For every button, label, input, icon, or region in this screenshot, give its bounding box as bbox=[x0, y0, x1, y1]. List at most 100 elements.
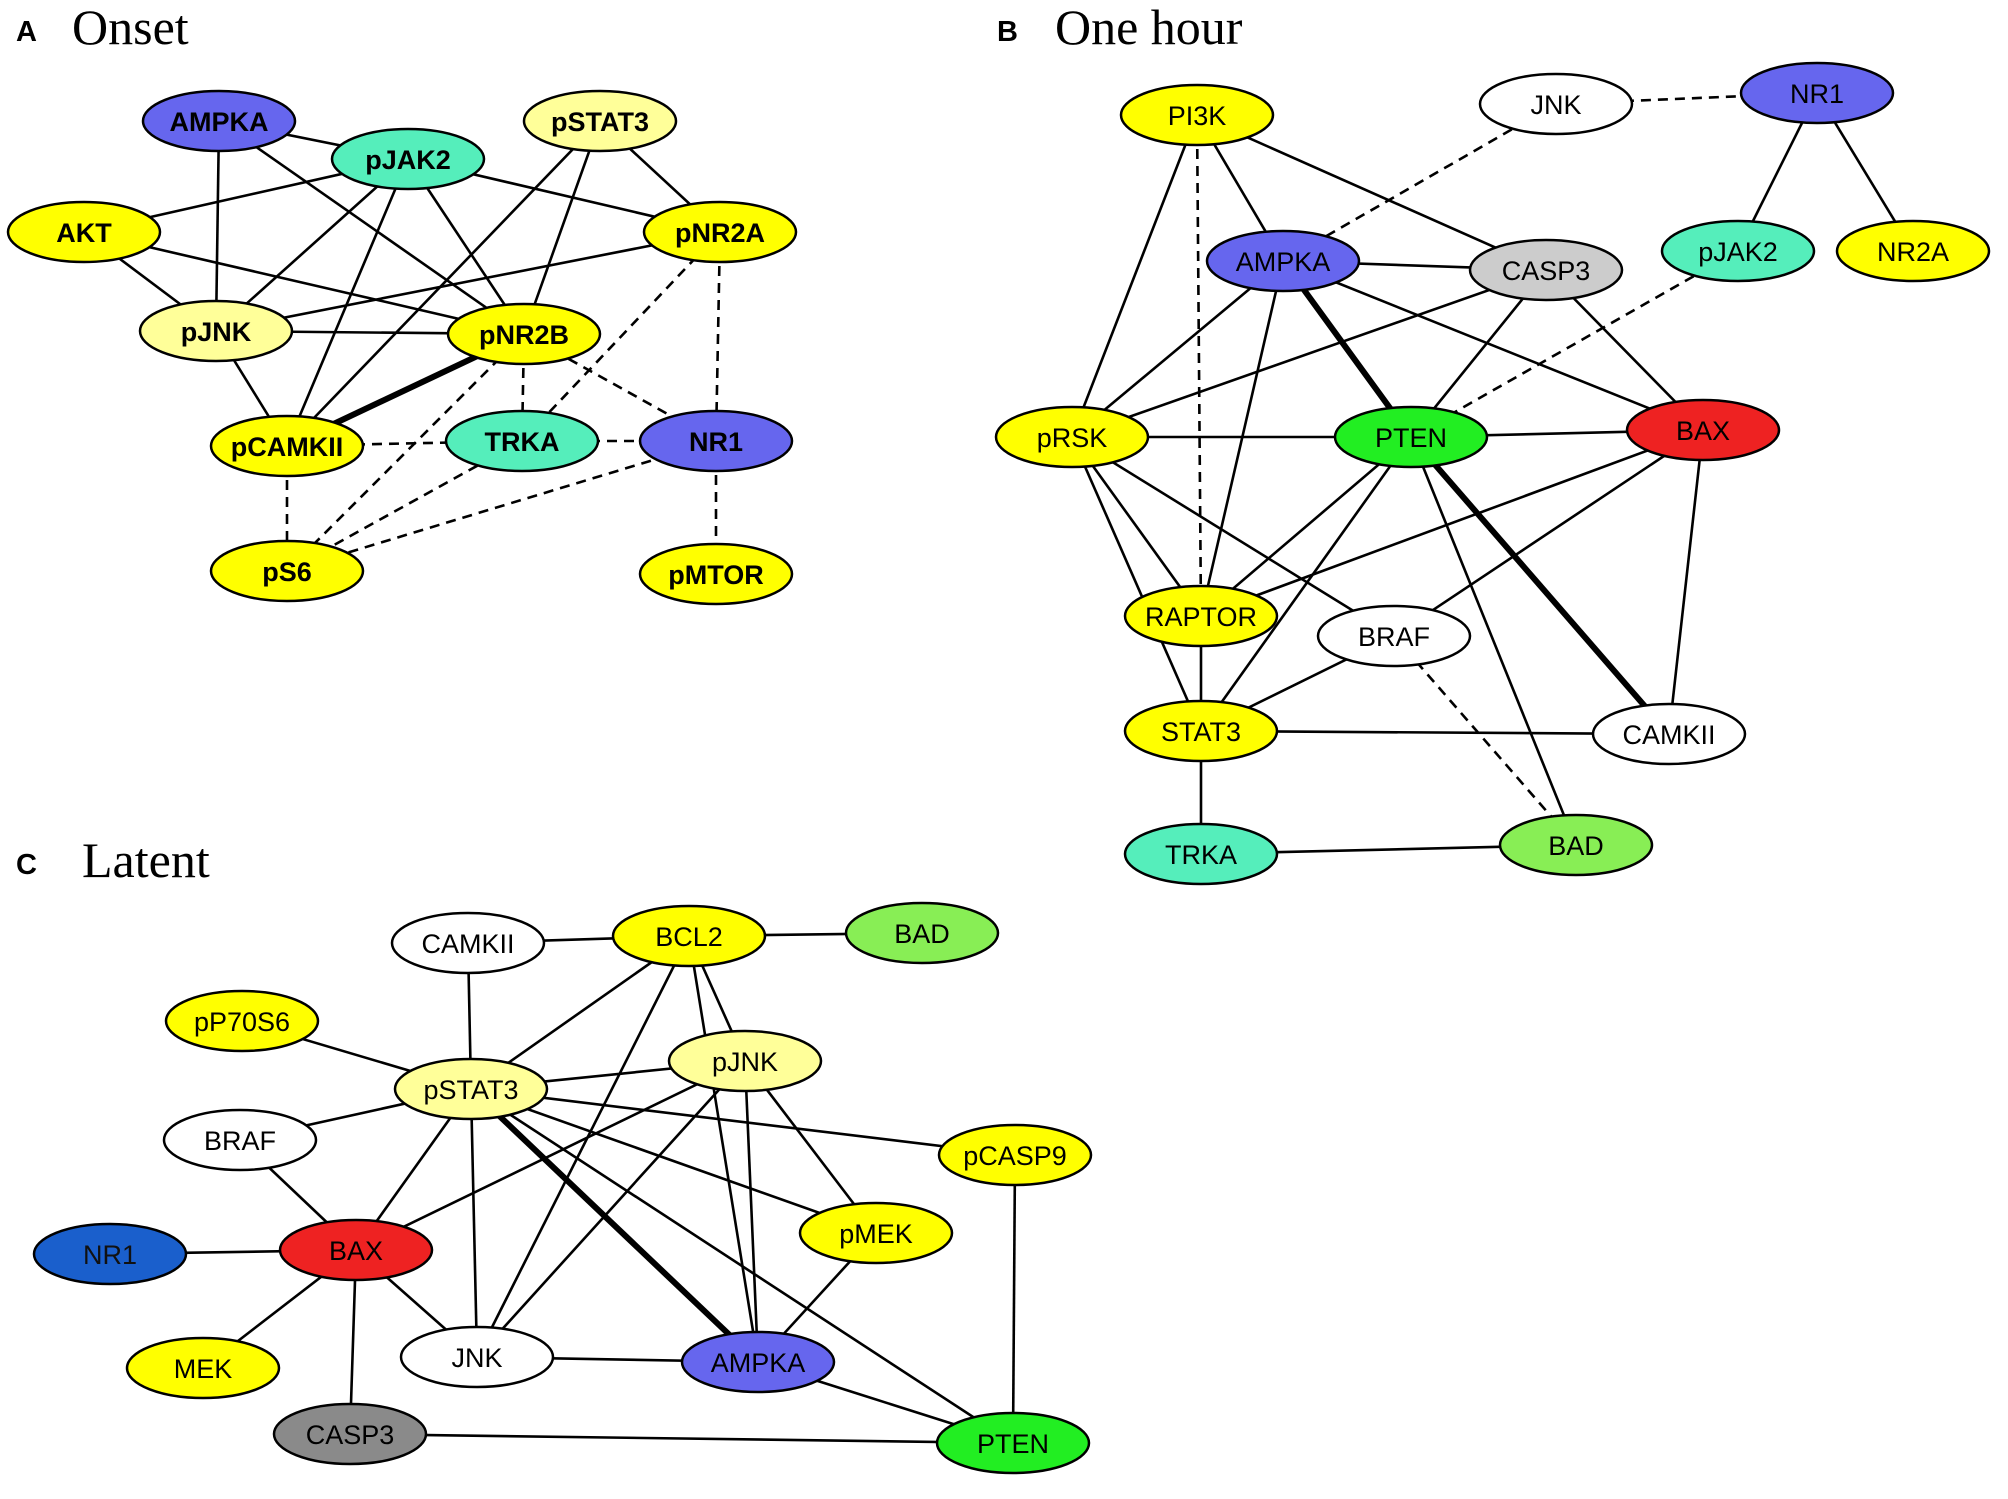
panel-b-node-bax: BAX bbox=[1625, 398, 1781, 462]
panel-c-edge-pstat3-jnk bbox=[469, 1088, 479, 1358]
panel-c-node-jnk-ellipse bbox=[399, 1325, 555, 1389]
panel-c-node-bcl2: BCL2 bbox=[611, 904, 767, 968]
panel-a-node-pnr2a: pNR2A bbox=[642, 200, 798, 264]
panel-b-node-ampka-ellipse bbox=[1205, 229, 1361, 293]
panel-a-node-pmtor: pMTOR bbox=[638, 542, 794, 606]
panel-b-edge-pi3k-raptor bbox=[1195, 114, 1203, 617]
panel-a-node-ps6-ellipse bbox=[209, 539, 365, 603]
panel-a-edge-pnr2b-ps6 bbox=[286, 333, 525, 572]
panel-c-node-ampka: AMPKA bbox=[680, 1330, 836, 1394]
panel-b-node-ampka: AMPKA bbox=[1205, 229, 1361, 293]
panel-b-node-camkii: CAMKII bbox=[1591, 702, 1747, 766]
panel-a-node-pjnk-label: pJNK bbox=[181, 317, 252, 347]
panel-b-node-nr1-ellipse bbox=[1739, 61, 1895, 125]
panel-a-node-pjak2-ellipse bbox=[330, 127, 486, 191]
panel-b-node-trka-ellipse bbox=[1123, 822, 1279, 886]
panel-b-node-nr2a: NR2A bbox=[1835, 219, 1991, 283]
panel-b-edge-braf-bad bbox=[1393, 635, 1577, 846]
panel-a-edge-pjak2-pcamkii bbox=[285, 158, 410, 447]
panel-c-edge-pstat3-pmek bbox=[470, 1087, 877, 1235]
panel-a-node-akt-label: AKT bbox=[56, 218, 112, 248]
panel-c-node-camkii: CAMKII bbox=[390, 911, 546, 975]
panel-a-edge-ampka-pnr2b bbox=[218, 119, 525, 336]
panel-a-node-pcamkii: pCAMKII bbox=[209, 414, 365, 478]
panel-b-node-casp3: CASP3 bbox=[1468, 238, 1624, 302]
panel-c-node-pcasp9-ellipse bbox=[937, 1123, 1093, 1187]
panel-b-node-braf: BRAF bbox=[1316, 604, 1472, 668]
panel-b-node-ampka-label: AMPKA bbox=[1236, 247, 1331, 277]
panel-a-node-pnr2a-ellipse bbox=[642, 200, 798, 264]
panel-c-node-pten: PTEN bbox=[935, 1411, 1091, 1475]
panel-c-node-camkii-ellipse bbox=[390, 911, 546, 975]
panel-a-node-pmtor-label: pMTOR bbox=[668, 560, 764, 590]
panel-b-edge-prsk-braf bbox=[1071, 435, 1395, 638]
panel-b-node-prsk-label: pRSK bbox=[1037, 423, 1108, 453]
panel-b-node-prsk: pRSK bbox=[994, 405, 1150, 469]
panel-b-title: One hour bbox=[1055, 0, 1243, 55]
panel-c-edge-bcl2-jnk bbox=[475, 935, 691, 1358]
panel-a-edge-pjak2-pjnk bbox=[215, 158, 409, 332]
panel-b-node-bad-label: BAD bbox=[1548, 831, 1604, 861]
panel-c-node-bax-ellipse bbox=[278, 1218, 434, 1282]
panel-c-edge-pstat3-pcasp9 bbox=[470, 1087, 1016, 1157]
panel-a-node-trka: TRKA bbox=[444, 409, 600, 473]
panel-b-node-bax-ellipse bbox=[1625, 398, 1781, 462]
panel-b-edge-bax-camkii bbox=[1667, 429, 1705, 735]
panel-a-node-pjnk: pJNK bbox=[138, 299, 294, 363]
panel-a-node-pstat3: pSTAT3 bbox=[522, 89, 678, 153]
panel-c-node-pten-ellipse bbox=[935, 1411, 1091, 1475]
panel-b-node-trka-label: TRKA bbox=[1165, 840, 1237, 870]
panel-c-node-mek-ellipse bbox=[125, 1336, 281, 1400]
panel-a-node-pcamkii-label: pCAMKII bbox=[231, 432, 343, 462]
panel-a-node-pnr2a-label: pNR2A bbox=[675, 218, 765, 248]
panel-c-node-bad: BAD bbox=[844, 901, 1000, 965]
panel-b-edge-jnk-ampka bbox=[1282, 102, 1557, 263]
panel-b-letter: B bbox=[997, 16, 1018, 48]
panel-b-node-raptor: RAPTOR bbox=[1123, 584, 1279, 648]
panel-c-node-pcasp9-label: pCASP9 bbox=[963, 1141, 1067, 1171]
panel-c-node-pjnk-label: pJNK bbox=[712, 1047, 778, 1077]
panel-c-node-pcasp9: pCASP9 bbox=[937, 1123, 1093, 1187]
panel-b-node-prsk-ellipse bbox=[994, 405, 1150, 469]
panel-b-node-nr2a-label: NR2A bbox=[1877, 237, 1949, 267]
panel-b-edge-pten-camkii bbox=[1408, 435, 1672, 736]
panel-b-edge-stat3-camkii bbox=[1200, 729, 1670, 736]
panel-b-node-pjak2-label: pJAK2 bbox=[1698, 237, 1778, 267]
panel-a-edge-pstat3-pcamkii bbox=[286, 120, 601, 447]
panel-b-node-casp3-label: CASP3 bbox=[1502, 256, 1591, 286]
panel-b-node-stat3-ellipse bbox=[1123, 699, 1279, 763]
panel-a-node-ampka: AMPKA bbox=[141, 89, 297, 153]
panel-b-edge-pten-raptor bbox=[1200, 436, 1412, 617]
panel-b-node-camkii-ellipse bbox=[1591, 702, 1747, 766]
panel-c-node-mek-label: MEK bbox=[174, 1354, 233, 1384]
panel-b-node-nr1: NR1 bbox=[1739, 61, 1895, 125]
panel-a-node-nr1-label: NR1 bbox=[689, 427, 743, 457]
panel-a-node-akt-ellipse bbox=[6, 200, 162, 264]
panel-b-node-bax-label: BAX bbox=[1676, 416, 1730, 446]
panel-c-node-braf: BRAF bbox=[162, 1108, 318, 1172]
panel-c-node-pp70s6-label: pP70S6 bbox=[194, 1007, 290, 1037]
panel-a-node-pstat3-label: pSTAT3 bbox=[551, 107, 649, 137]
panel-a-node-pjak2: pJAK2 bbox=[330, 127, 486, 191]
panel-c-node-bcl2-ellipse bbox=[611, 904, 767, 968]
panel-b-node-pi3k: PI3K bbox=[1119, 83, 1275, 147]
panel-c-edge-pjnk-bax bbox=[355, 1059, 746, 1252]
panel-a-node-pnr2b: pNR2B bbox=[446, 302, 602, 366]
panel-b-edge-prsk-stat3 bbox=[1070, 436, 1203, 732]
panel-b-node-raptor-ellipse bbox=[1123, 584, 1279, 648]
panel-c-node-ampka-ellipse bbox=[680, 1330, 836, 1394]
panel-c-edge-pjnk-jnk bbox=[476, 1060, 746, 1358]
panel-b-edge-pi3k-casp3 bbox=[1196, 113, 1547, 272]
panel-a-node-pnr2b-ellipse bbox=[446, 302, 602, 366]
panel-a-node-akt: AKT bbox=[6, 200, 162, 264]
panel-c-node-pmek-label: pMEK bbox=[839, 1219, 913, 1249]
panel-c-edge-pjnk-ampka bbox=[743, 1060, 760, 1363]
panel-c-node-pmek-ellipse bbox=[798, 1201, 954, 1265]
panel-b-edge-pten-bad bbox=[1409, 436, 1578, 846]
panel-a-title: Onset bbox=[72, 0, 189, 55]
panel-c-node-mek: MEK bbox=[125, 1336, 281, 1400]
panel-b-node-pi3k-ellipse bbox=[1119, 83, 1275, 147]
panel-b-edge-casp3-prsk bbox=[1071, 268, 1547, 439]
